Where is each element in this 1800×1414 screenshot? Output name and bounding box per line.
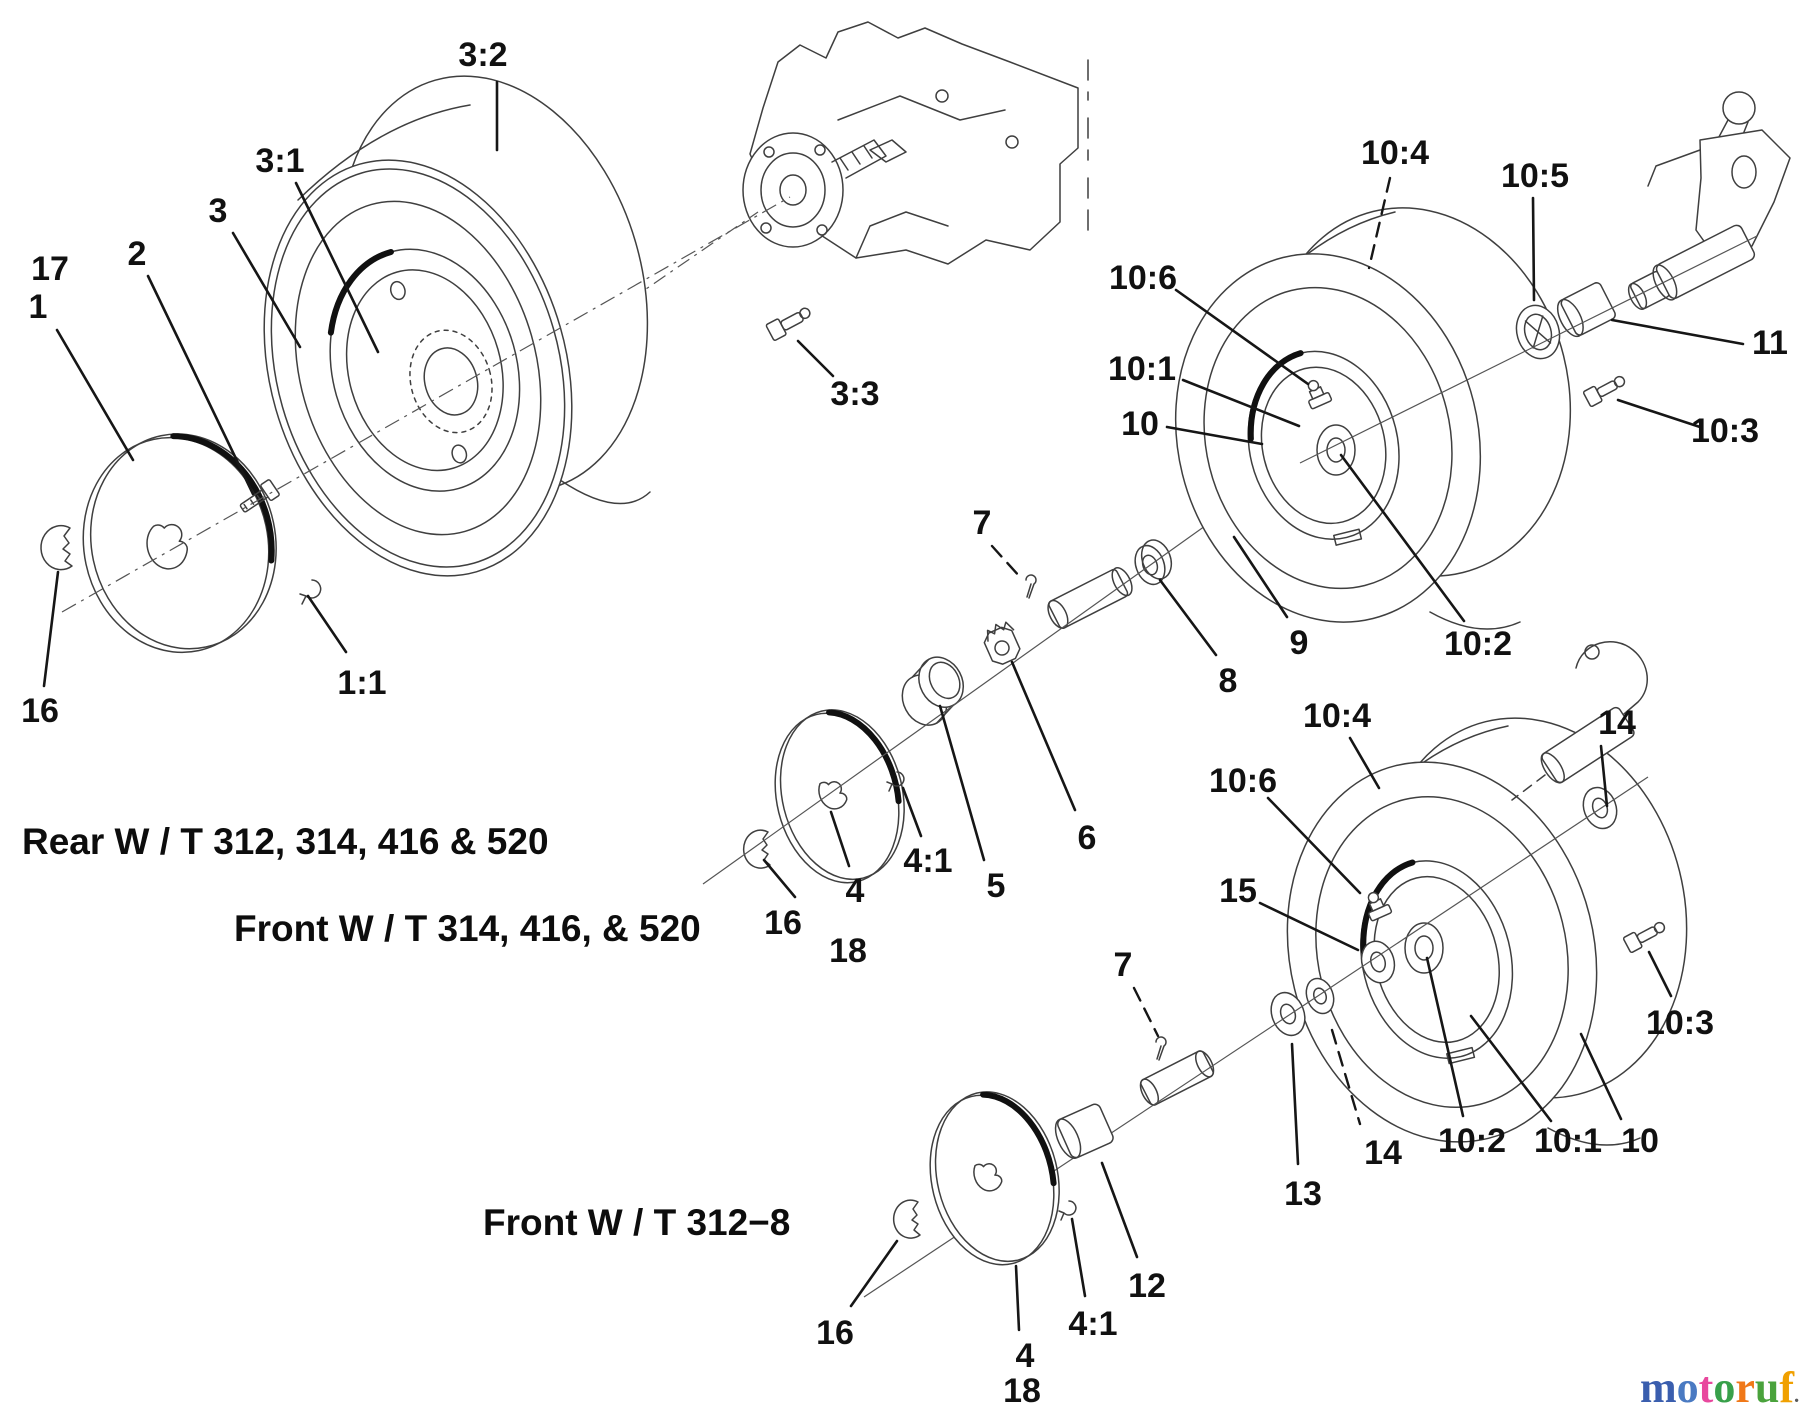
e-clip-icon: [40, 524, 73, 571]
hub-bushing-icon: [1054, 1103, 1114, 1160]
part-label-1: 1: [29, 288, 48, 326]
spindle-shaft-icon: [1047, 567, 1133, 629]
part-label-14-top: 14: [1598, 704, 1636, 742]
part-label-13: 13: [1284, 1175, 1322, 1213]
part-label-4-mid: 4: [846, 872, 865, 910]
rear-hub-cap-disc: [82, 433, 277, 654]
part-label-16-bottom: 16: [816, 1314, 854, 1352]
grease-fitting-icon: [1367, 891, 1393, 922]
front-hub-disc-312: [929, 1091, 1060, 1266]
part-label-11: 11: [1752, 324, 1788, 362]
caption-rear-wheel: Rear W / T 312, 314, 416 & 520: [22, 821, 549, 862]
part-labels: 3:2 3:1 3 2 17 1 3:3 16 1:1 16 4 18 4:1 …: [21, 36, 1788, 1410]
spacer-bushing-icon: [1627, 270, 1670, 310]
part-label-10-bottom: 10: [1621, 1122, 1659, 1160]
part-label-10-5: 10:5: [1501, 157, 1569, 195]
castle-nut-icon: [983, 621, 1021, 665]
transaxle-frame: [629, 21, 1089, 301]
part-label-10-top: 10: [1121, 405, 1159, 443]
fork-washer-icon: [1582, 786, 1618, 830]
part-label-10-3-bottom: 10:3: [1646, 1004, 1714, 1042]
part-label-17: 17: [31, 250, 69, 288]
part-label-1-1: 1:1: [337, 664, 386, 702]
part-label-8: 8: [1219, 662, 1238, 700]
grease-fitting-icon: [1307, 379, 1333, 410]
part-label-10-4-bottom: 10:4: [1303, 697, 1371, 735]
part-label-4-bottom: 4: [1016, 1337, 1035, 1375]
part-label-10-4-top: 10:4: [1361, 134, 1429, 172]
part-label-7-bottom: 7: [1114, 946, 1133, 984]
caster-fork-icon: [1647, 91, 1791, 301]
logo-domain-suffix: .de: [1794, 1383, 1800, 1407]
part-label-18-mid: 18: [829, 932, 867, 970]
cotter-pin-icon: [1155, 1036, 1167, 1061]
part-label-14-bottom: 14: [1364, 1134, 1402, 1172]
caster-wheel-top: [1174, 207, 1572, 630]
retaining-clip-icon: [886, 771, 905, 792]
motoruf-wordmark: motoruf.de: [1640, 1363, 1800, 1412]
part-label-18-bottom: 18: [1003, 1372, 1041, 1410]
retaining-clip-icon: [1058, 1200, 1077, 1221]
caster-fork-icon: [1511, 641, 1649, 801]
part-label-9: 9: [1290, 624, 1309, 662]
washer-icon: [1305, 977, 1335, 1015]
part-label-10-6-bottom: 10:6: [1209, 762, 1277, 800]
part-label-10-1-top: 10:1: [1108, 350, 1176, 388]
caption-front-wheel-312-8: Front W / T 312−8: [483, 1202, 790, 1243]
part-label-6: 6: [1078, 819, 1097, 857]
part-label-10-3-top: 10:3: [1691, 412, 1759, 450]
part-label-3-2: 3:2: [458, 36, 507, 74]
part-label-3: 3: [209, 192, 228, 230]
front-hub-disc: [774, 709, 905, 884]
bearing-spacer-icon: [1556, 282, 1616, 338]
valve-stem-icon: [1622, 921, 1666, 954]
e-clip-icon: [892, 1199, 921, 1239]
axle-hub-flange: [742, 132, 887, 248]
part-label-10-1-bottom: 10:1: [1534, 1122, 1602, 1160]
part-label-4-1-bottom: 4:1: [1068, 1305, 1117, 1343]
rear-tire: [263, 75, 651, 577]
part-label-10-2-bottom: 10:2: [1438, 1122, 1506, 1160]
washer-icon: [1270, 991, 1306, 1037]
part-label-10-2-top: 10:2: [1444, 625, 1512, 663]
part-label-2: 2: [128, 235, 147, 273]
part-label-4-1-mid: 4:1: [903, 842, 952, 880]
part-label-16-rear: 16: [21, 692, 59, 730]
part-label-12: 12: [1128, 1267, 1166, 1305]
leader-lines: [42, 80, 1745, 1332]
motoruf-logo: motoruf.de: [1640, 1363, 1800, 1412]
valve-stem-icon: [765, 307, 811, 341]
valve-stem-icon: [1582, 375, 1626, 408]
part-label-7-mid: 7: [973, 504, 992, 542]
part-label-3-1: 3:1: [255, 142, 304, 180]
bearing-cup-icon: [901, 656, 965, 726]
caption-front-wheel-large: Front W / T 314, 416, & 520: [234, 908, 701, 949]
part-label-10-6-top: 10:6: [1109, 259, 1177, 297]
spindle-shaft-icon: [1139, 1050, 1215, 1106]
part-label-5: 5: [987, 867, 1006, 905]
grease-seal-icon: [1515, 304, 1561, 360]
part-label-3-3: 3:3: [830, 375, 879, 413]
part-label-15: 15: [1219, 872, 1257, 910]
cotter-pin-icon: [1025, 574, 1037, 599]
part-label-16-mid: 16: [764, 904, 802, 942]
